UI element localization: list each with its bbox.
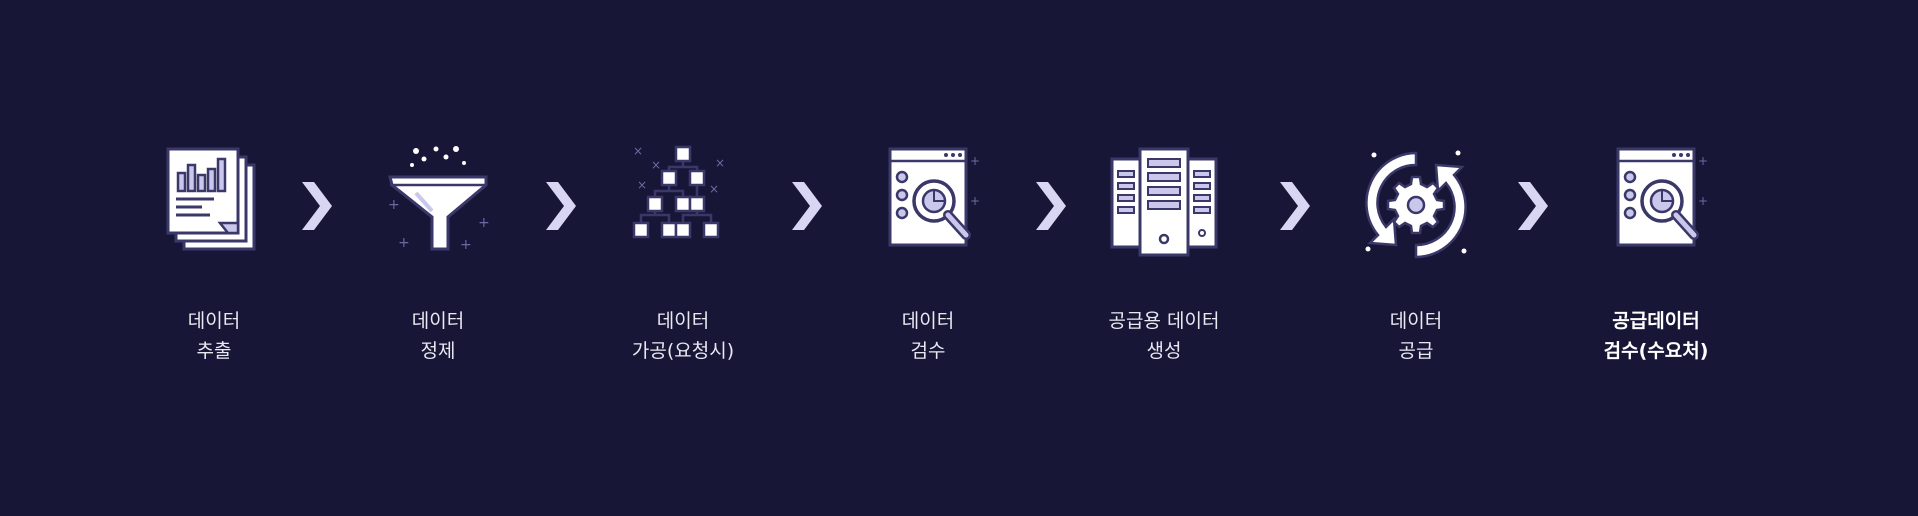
step-label-line2: 검수(수요처) [1603, 340, 1709, 362]
step-label-line2: 생성 [1146, 340, 1182, 362]
chevron-right-icon [546, 182, 576, 230]
step-label-line2: 검수 [910, 340, 946, 362]
chevron-right-icon [1280, 182, 1310, 230]
step-label: 데이터 가공(요청시) [573, 306, 793, 366]
step-label-line1: 공급용 데이터 [1108, 310, 1220, 332]
svg-text:+: + [388, 197, 400, 213]
magnify-inspect-icon: + + [888, 147, 980, 247]
chevron-right-icon [792, 182, 822, 230]
svg-text:×: × [637, 178, 647, 192]
sync-gear-icon [1365, 150, 1467, 259]
step-label-line2: 추출 [196, 340, 232, 362]
magnify-inspect-icon: + + [1616, 147, 1708, 247]
step-label-line1: 데이터 [187, 310, 241, 332]
step-label: 데이터 추출 [104, 306, 324, 366]
step-label: 데이터 공급 [1306, 306, 1526, 366]
step-label: 공급용 데이터 생성 [1054, 306, 1274, 366]
step-label-line2: 정제 [420, 340, 456, 362]
step-label: 데이터 검수 [818, 306, 1038, 366]
svg-text:+: + [1698, 154, 1708, 168]
svg-text:+: + [970, 154, 980, 168]
step-label-line1: 데이터 [901, 310, 955, 332]
chevron-right-icon [1518, 182, 1548, 230]
step-label: 공급데이터 검수(수요처) [1546, 306, 1766, 366]
step-label-line1: 데이터 [1389, 310, 1443, 332]
report-documents-icon [166, 147, 256, 251]
step-label-line1: 데이터 [656, 310, 710, 332]
chevron-right-icon [1036, 182, 1066, 230]
funnel-filter-icon: + + + + [388, 146, 490, 253]
svg-text:×: × [715, 156, 725, 170]
step-label-line2: 공급 [1398, 340, 1434, 362]
step-label-line2: 가공(요청시) [631, 340, 735, 362]
server-icon [1110, 147, 1218, 257]
svg-text:×: × [651, 158, 661, 172]
svg-text:×: × [709, 182, 719, 196]
step-label-line1: 데이터 [411, 310, 465, 332]
svg-text:+: + [460, 237, 472, 253]
chevron-right-icon [302, 182, 332, 230]
step-label-line1: 공급데이터 [1612, 310, 1700, 332]
svg-text:+: + [478, 215, 490, 231]
svg-text:+: + [398, 235, 410, 251]
svg-text:+: + [1698, 194, 1708, 208]
data-tree-icon: × × × × × [632, 145, 725, 239]
step-label: 데이터 정제 [328, 306, 548, 366]
svg-text:+: + [970, 194, 980, 208]
svg-text:×: × [633, 145, 643, 158]
